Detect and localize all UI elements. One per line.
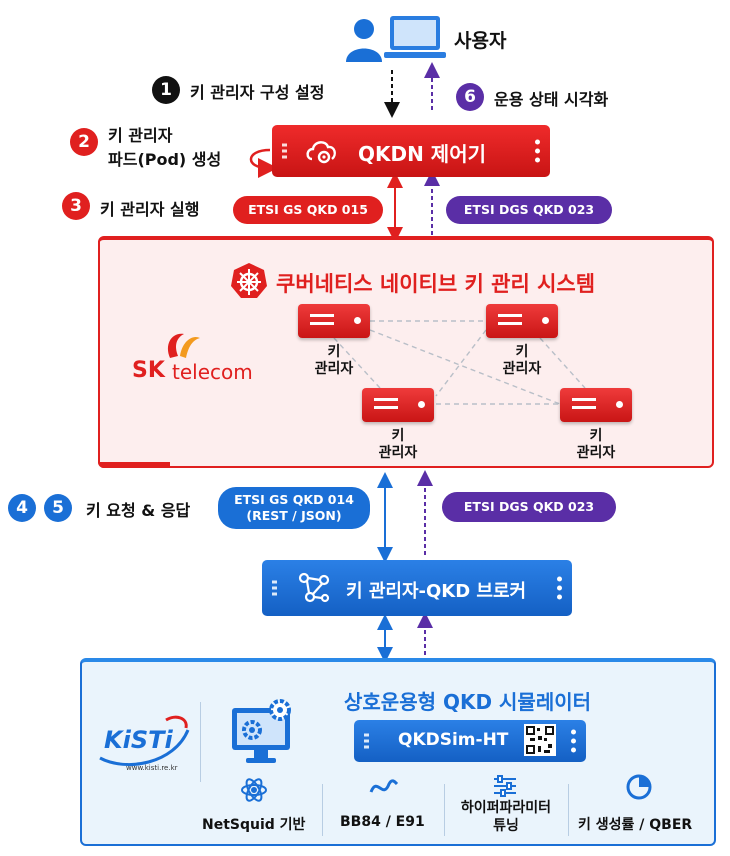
broker-label: 키 관리자-QKD 브로커 <box>346 581 527 602</box>
step-45-label: 키 요청 & 응답 <box>86 501 191 520</box>
qkdsim-ht-device[interactable]: QKDSim-HT <box>354 720 586 762</box>
cloud-gear-icon <box>304 135 340 167</box>
step-6-label: 운용 상태 시각화 <box>494 90 609 109</box>
key-manager-server[interactable] <box>486 304 558 338</box>
etsi-dgs-023-top-badge: ETSI DGS QKD 023 <box>446 196 612 224</box>
user-icon <box>346 18 382 62</box>
step-3-label: 키 관리자 실행 <box>100 200 200 219</box>
pie-chart-icon <box>626 774 652 800</box>
qkdn-controller-label: QKDN 제어기 <box>358 142 487 166</box>
step-2-label-line1: 키 관리자 <box>108 126 173 145</box>
sk-butterfly-icon <box>167 333 200 358</box>
feature-hyperparameter: 하이퍼파라미터 튜닝 <box>460 800 552 834</box>
kisti-logo: KiSTi www.kisti.re.kr <box>96 712 192 782</box>
key-manager-server[interactable] <box>298 304 370 338</box>
step-1-label: 키 관리자 구성 설정 <box>190 83 325 102</box>
feature-netsquid: NetSquid 기반 <box>202 817 306 833</box>
key-manager-server[interactable] <box>560 388 632 422</box>
feature-bb84: BB84 / E91 <box>340 814 425 830</box>
monitor-gears-icon <box>228 698 300 768</box>
wave-icon <box>369 778 399 798</box>
key-manager-server[interactable] <box>362 388 434 422</box>
key-manager-qkd-broker[interactable]: 키 관리자-QKD 브로커 <box>262 560 572 616</box>
sk-text: SK <box>132 358 165 383</box>
feature-divider <box>568 784 569 836</box>
k8s-kms-title: 쿠버네티스 네이티브 키 관리 시스템 <box>276 272 596 296</box>
step-4-badge: 4 <box>8 494 36 522</box>
qkdn-controller[interactable]: QKDN 제어기 <box>272 125 550 177</box>
user-label: 사용자 <box>454 30 507 52</box>
panel-divider <box>200 702 201 782</box>
k8s-panel-accent <box>98 462 170 468</box>
step-2-badge: 2 <box>70 128 98 156</box>
feature-divider <box>444 784 445 836</box>
feature-key-rate-qber: 키 생성률 / QBER <box>578 817 693 833</box>
sk-telecom-logo: SK telecom <box>132 330 272 390</box>
step-5-badge: 5 <box>44 494 72 522</box>
step-2-label-line2: 파드(Pod) 생성 <box>108 150 222 169</box>
step-1-badge: 1 <box>152 76 180 104</box>
laptop-icon <box>384 14 446 62</box>
step-3-badge: 3 <box>62 192 90 220</box>
kisti-url: www.kisti.re.kr <box>126 764 178 772</box>
kubernetes-helm-icon <box>230 262 268 300</box>
k8s-kms-panel <box>98 236 714 468</box>
simulator-title: 상호운용형 QKD 시뮬레이터 <box>344 690 592 714</box>
telecom-text: telecom <box>172 360 253 384</box>
kisti-logo-text: KiSTi <box>104 726 173 754</box>
qkdsim-ht-label: QKDSim-HT <box>398 730 509 750</box>
etsi-dgs-023-mid-badge: ETSI DGS QKD 023 <box>442 492 616 522</box>
feature-divider <box>322 784 323 836</box>
qr-code-icon <box>524 724 556 756</box>
network-nodes-icon <box>296 570 332 606</box>
sliders-icon <box>492 774 518 798</box>
etsi-gs-014-badge: ETSI GS QKD 014 (REST / JSON) <box>218 487 370 529</box>
etsi-gs-015-badge: ETSI GS QKD 015 <box>233 196 383 224</box>
step-6-badge: 6 <box>456 83 484 111</box>
atom-icon <box>240 776 268 804</box>
